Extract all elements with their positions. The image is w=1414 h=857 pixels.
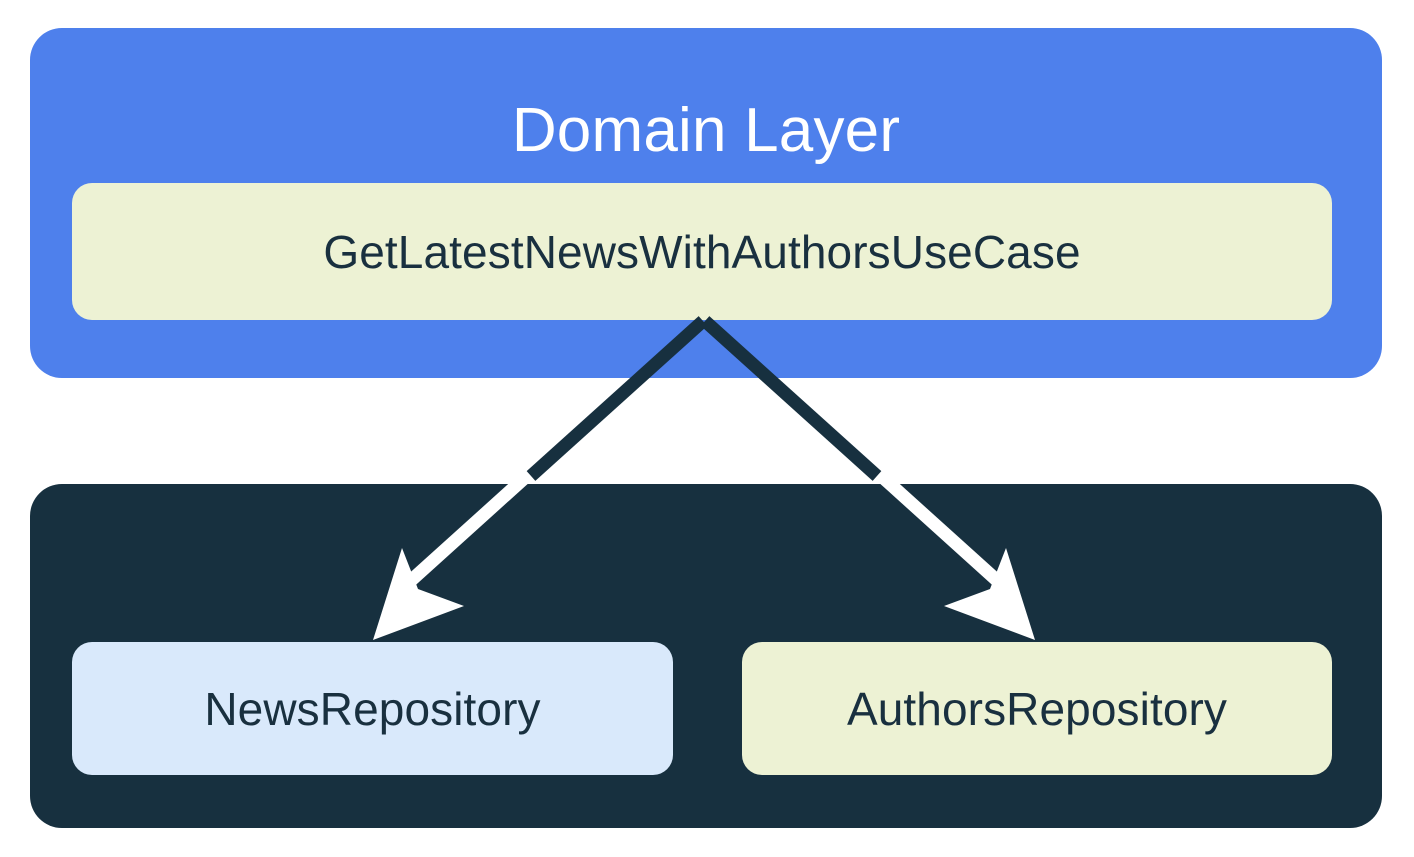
component-box-authors-repository[interactable]: AuthorsRepository — [742, 642, 1332, 775]
component-box-news-repository[interactable]: NewsRepository — [72, 642, 673, 775]
component-label-authors-repository: AuthorsRepository — [846, 682, 1228, 735]
domain-layer-title: Domain Layer — [511, 96, 901, 165]
component-label-news-repository: NewsRepository — [204, 682, 541, 735]
component-label-usecase: GetLatestNewsWithAuthorsUseCase — [323, 225, 1081, 278]
component-box-usecase[interactable]: GetLatestNewsWithAuthorsUseCase — [72, 183, 1332, 320]
